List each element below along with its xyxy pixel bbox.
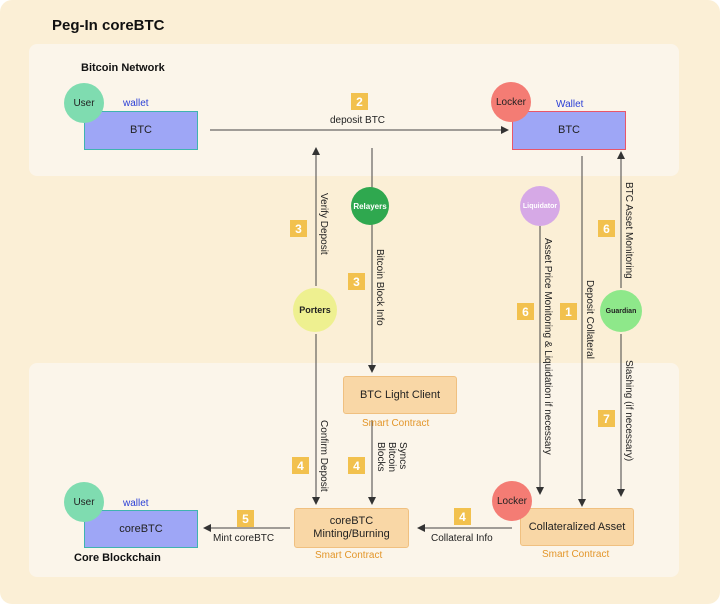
locker-avatar-top: Locker	[491, 82, 531, 122]
liquidator-node: Liquidator	[520, 186, 560, 226]
step-4-confirm-badge: 4	[292, 457, 309, 474]
porters-node: Porters	[293, 288, 337, 332]
step-7-badge: 7	[598, 410, 615, 427]
bitcoin-network-label: Bitcoin Network	[81, 62, 165, 74]
user-avatar-top: User	[64, 83, 104, 123]
bitcoin-block-info-label: Bitcoin Block Info	[374, 249, 385, 326]
relayers-node: Relayers	[351, 187, 389, 225]
user-wallet-bottom-label: wallet	[123, 498, 149, 509]
bitcoin-network-band	[29, 44, 679, 176]
step-6-liquidation-badge: 6	[517, 303, 534, 320]
btc-asset-monitoring-label: BTC Asset Monitoring	[623, 182, 634, 279]
syncs-blocks-label: Syncs Bitcoin Blocks	[375, 442, 408, 473]
step-1-badge: 1	[560, 303, 577, 320]
locker-wallet-label: Wallet	[556, 99, 584, 110]
diagram-title: Peg-In coreBTC	[52, 17, 165, 34]
minting-contract-label: Smart Contract	[315, 550, 383, 561]
light-client-contract-label: Smart Contract	[362, 418, 430, 429]
core-blockchain-label: Core Blockchain	[74, 552, 161, 564]
locker-btc-box: BTC	[512, 111, 626, 150]
step-4-collateral-badge: 4	[454, 508, 471, 525]
corebtc-minting-box: coreBTC Minting/Burning	[294, 508, 409, 548]
user-corebtc-box: coreBTC	[84, 510, 198, 548]
step-2-badge: 2	[351, 93, 368, 110]
slashing-label: Slashing (if necessary)	[623, 360, 634, 462]
btc-light-client-box: BTC Light Client	[343, 376, 457, 414]
step-5-badge: 5	[237, 510, 254, 527]
confirm-deposit-label: Confirm Deposit	[318, 420, 329, 492]
user-btc-box: BTC	[84, 111, 198, 150]
collateralized-asset-box: Collateralized Asset	[520, 508, 634, 546]
locker-avatar-bottom: Locker	[492, 481, 532, 521]
deposit-btc-label: deposit BTC	[330, 115, 386, 126]
collateral-contract-label: Smart Contract	[542, 549, 610, 560]
mint-corebtc-label: Mint coreBTC	[213, 533, 275, 544]
step-6-monitoring-badge: 6	[598, 220, 615, 237]
asset-price-label: Asset Price Monitoring & Liquidation if …	[542, 238, 553, 455]
step-3-verify-badge: 3	[290, 220, 307, 237]
verify-deposit-label: Verify Deposit	[318, 193, 329, 255]
guardian-node: Guardian	[600, 290, 642, 332]
collateral-info-label: Collateral Info	[431, 533, 493, 544]
user-wallet-label: wallet	[123, 98, 149, 109]
step-3-block-badge: 3	[348, 273, 365, 290]
step-4-syncs-badge: 4	[348, 457, 365, 474]
deposit-collateral-label: Deposit Collateral	[584, 280, 595, 359]
user-avatar-bottom: User	[64, 482, 104, 522]
